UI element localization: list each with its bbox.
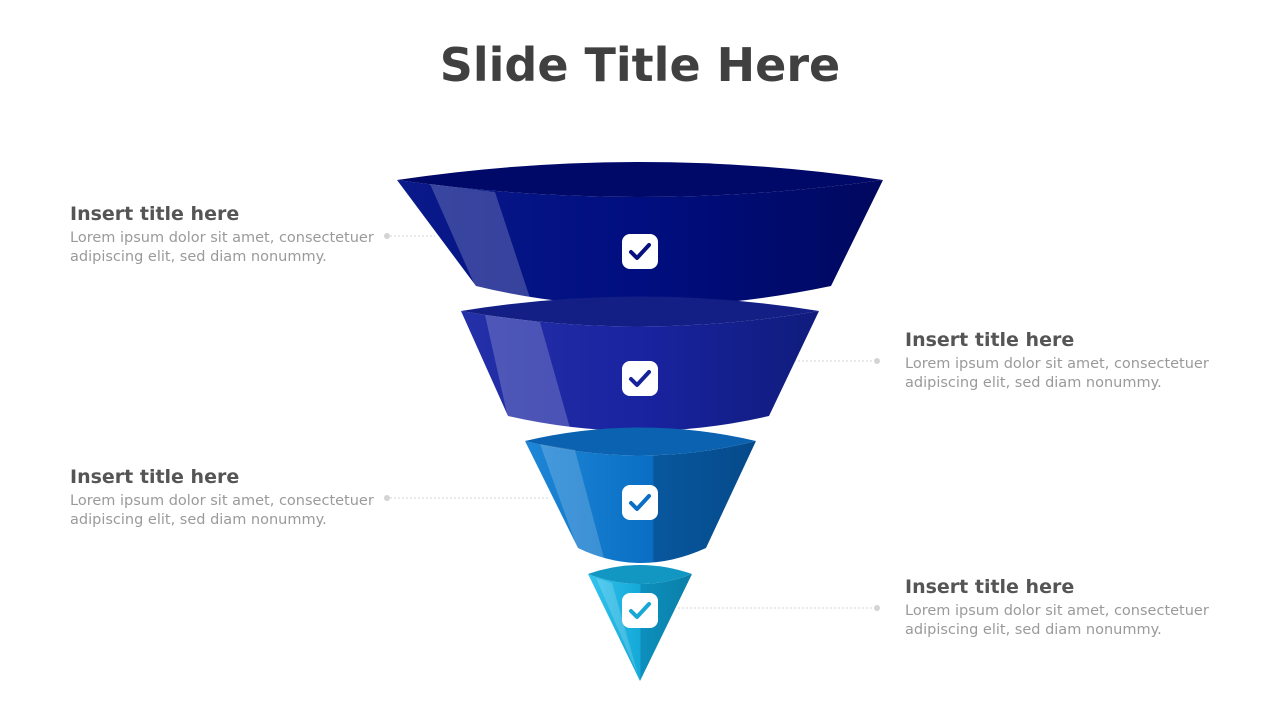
- connector-4: [678, 605, 880, 611]
- item-body-line: Lorem ipsum dolor sit amet, consectetuer: [70, 492, 410, 511]
- item-body-line: adipiscing elit, sed diam nonummy.: [70, 511, 410, 530]
- item-body-line: adipiscing elit, sed diam nonummy.: [905, 374, 1245, 393]
- item-body-line: adipiscing elit, sed diam nonummy.: [70, 248, 410, 267]
- item-body: Lorem ipsum dolor sit amet, consectetuer…: [70, 229, 410, 267]
- text-block-1: Insert title here Lorem ipsum dolor sit …: [70, 202, 410, 267]
- check-icon: [622, 234, 658, 269]
- item-title: Insert title here: [905, 328, 1245, 352]
- item-body: Lorem ipsum dolor sit amet, consectetuer…: [905, 355, 1245, 393]
- item-body: Lorem ipsum dolor sit amet, consectetuer…: [70, 492, 410, 530]
- text-block-2: Insert title here Lorem ipsum dolor sit …: [905, 328, 1245, 393]
- check-icon: [622, 593, 658, 628]
- item-body: Lorem ipsum dolor sit amet, consectetuer…: [905, 602, 1245, 640]
- item-body-line: adipiscing elit, sed diam nonummy.: [905, 621, 1245, 640]
- item-body-line: Lorem ipsum dolor sit amet, consectetuer: [70, 229, 410, 248]
- text-block-3: Insert title here Lorem ipsum dolor sit …: [70, 465, 410, 530]
- check-icon: [622, 485, 658, 520]
- item-body-line: Lorem ipsum dolor sit amet, consectetuer: [905, 355, 1245, 374]
- item-title: Insert title here: [905, 575, 1245, 599]
- item-title: Insert title here: [70, 465, 410, 489]
- item-title: Insert title here: [70, 202, 410, 226]
- connector-2: [790, 358, 880, 364]
- item-body-line: Lorem ipsum dolor sit amet, consectetuer: [905, 602, 1245, 621]
- text-block-4: Insert title here Lorem ipsum dolor sit …: [905, 575, 1245, 640]
- check-icon: [622, 361, 658, 396]
